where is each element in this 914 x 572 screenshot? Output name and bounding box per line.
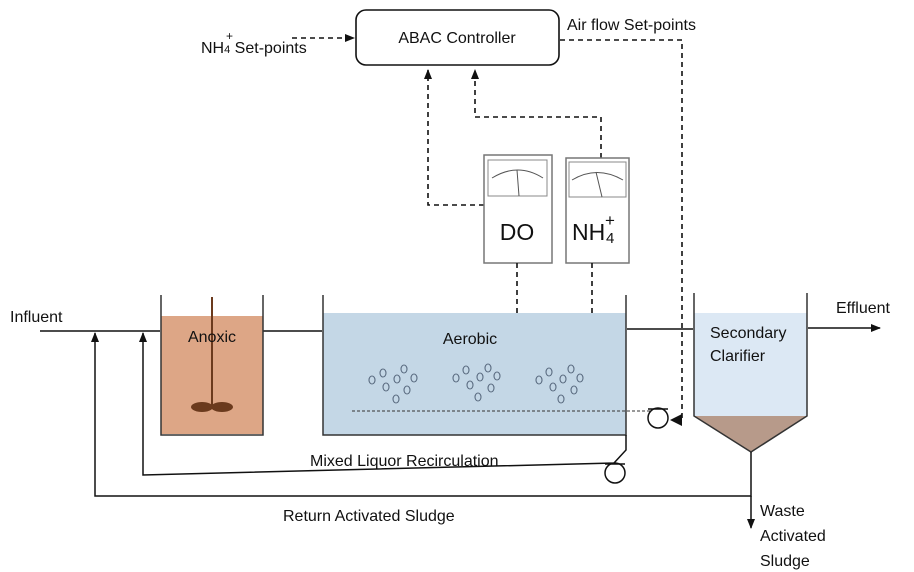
clarifier-label-line2: Clarifier	[710, 348, 766, 365]
anoxic-tank: Anoxic	[160, 295, 264, 436]
air-flow-signal-line	[560, 39, 683, 420]
ras-label: Return Activated Sludge	[283, 508, 455, 525]
air-flow-setpoints-label: Air flow Set-points	[567, 17, 696, 34]
do-signal-line	[424, 69, 484, 206]
abac-controller-box	[355, 9, 560, 66]
air-flow-arrowhead	[670, 414, 682, 426]
do-sensor-label: DO	[500, 219, 535, 245]
was-label-line3: Sludge	[760, 553, 810, 570]
ras-line	[91, 332, 752, 497]
bubbles-icon	[535, 364, 584, 404]
nh4-sensor-charge: +	[605, 211, 615, 230]
anoxic-label: Anoxic	[188, 329, 236, 346]
do-sensor: DO	[483, 154, 553, 264]
influent-label: Influent	[10, 309, 63, 326]
abac-controller-label: ABAC Controller	[398, 30, 516, 47]
nh4-sensor-label: NH	[572, 219, 605, 245]
effluent-label: Effluent	[836, 300, 891, 317]
nh4-setpoints-label: NH4 Set-points	[201, 40, 307, 57]
aerobic-label: Aerobic	[443, 331, 497, 348]
bubbles-icon	[368, 364, 418, 404]
mlr-label: Mixed Liquor Recirculation	[310, 453, 499, 470]
nh4-sensor: NH + 4	[565, 157, 630, 264]
was-label-line2: Activated	[760, 528, 826, 545]
nh4-signal-line	[471, 69, 602, 158]
bubbles-icon	[452, 363, 501, 402]
air-blower-icon	[647, 407, 669, 429]
clarifier-label-line1: Secondary	[710, 325, 787, 342]
secondary-clarifier: Secondary Clarifier	[693, 293, 808, 453]
mixer-impeller-icon	[191, 402, 213, 412]
nh4-sensor-sub: 4	[606, 230, 614, 247]
mlr-pump-icon	[604, 462, 626, 484]
was-label-line1: Waste	[760, 503, 805, 520]
nh4-setpoints-charge: +	[226, 29, 233, 43]
aerobic-tank: Aerobic	[322, 295, 650, 436]
